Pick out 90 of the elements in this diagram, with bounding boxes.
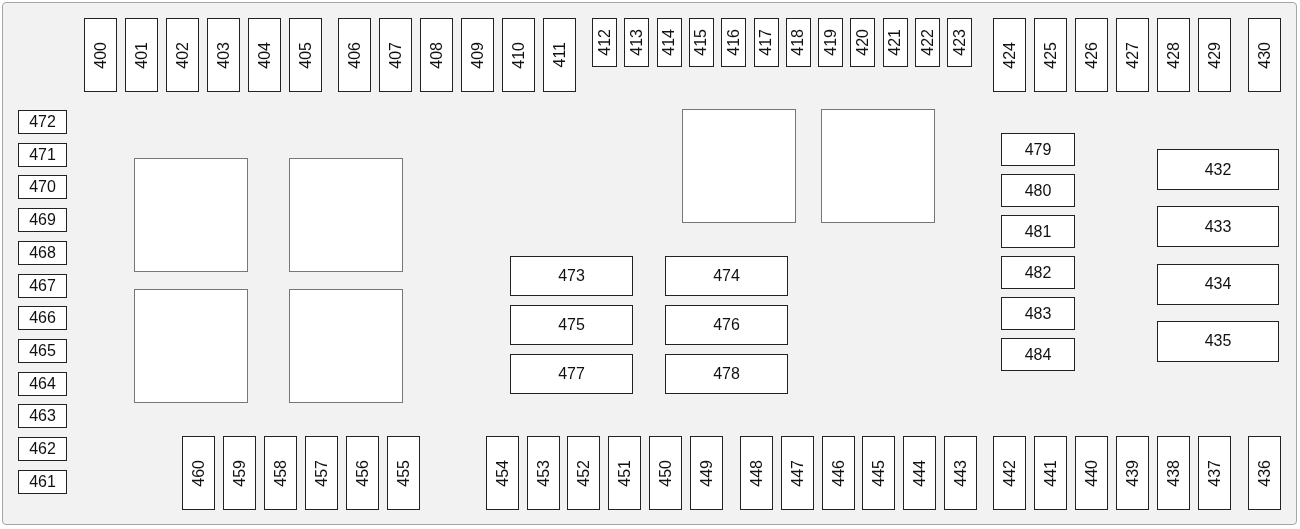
- fuse-box: 415: [688, 18, 714, 67]
- fuse-box: 436: [1248, 436, 1281, 510]
- fuse-box: 434: [1157, 263, 1279, 305]
- fuse-box: 426: [1075, 18, 1108, 92]
- fuse-box: 476: [665, 305, 788, 345]
- fuse-box: 456: [346, 436, 379, 510]
- fuse-box: 405: [289, 18, 322, 92]
- fuse-box: 470: [18, 175, 67, 200]
- fuse-box: 408: [420, 18, 453, 92]
- fuse-box: 459: [223, 436, 256, 510]
- fuse-box: 458: [264, 436, 297, 510]
- fuse-box: 419: [818, 18, 844, 67]
- fuse-box: 424: [993, 18, 1026, 92]
- fuse-box: 452: [567, 436, 600, 510]
- fuse-box: 473: [510, 256, 633, 296]
- fuse-box: 429: [1198, 18, 1231, 92]
- fuse-box: 411: [543, 18, 576, 92]
- fuse-box: 437: [1198, 436, 1231, 510]
- fuse-box: 474: [665, 256, 788, 296]
- relay-box: [289, 158, 403, 272]
- fuse-box: 409: [461, 18, 494, 92]
- fuse-box: 435: [1157, 320, 1279, 362]
- fuse-box: 427: [1116, 18, 1149, 92]
- fuse-box: 416: [721, 18, 747, 67]
- fuse-box: 442: [993, 436, 1026, 510]
- fuse-box: 446: [822, 436, 855, 510]
- fuse-box: 403: [207, 18, 240, 92]
- fuse-box: 438: [1157, 436, 1190, 510]
- fuse-box: 428: [1157, 18, 1190, 92]
- fuse-box: 430: [1248, 18, 1281, 92]
- relay-box: [289, 289, 403, 403]
- fuse-box: 468: [18, 240, 67, 265]
- fuse-box: 484: [1001, 338, 1075, 371]
- fuse-box: 433: [1157, 206, 1279, 248]
- fuse-box: 479: [1001, 133, 1075, 166]
- fuse-box: 464: [18, 371, 67, 396]
- fuse-box: 451: [608, 436, 641, 510]
- fuse-box: 472: [18, 110, 67, 134]
- fuse-box: 449: [690, 436, 723, 510]
- fuse-box: 469: [18, 208, 67, 233]
- fuse-box: 482: [1001, 256, 1075, 289]
- fuse-box: 450: [649, 436, 682, 510]
- fuse-box: 423: [947, 18, 973, 67]
- fuse-box: 448: [740, 436, 773, 510]
- fuse-box: 465: [18, 338, 67, 363]
- fuse-box: 454: [486, 436, 519, 510]
- fuse-box: 444: [903, 436, 936, 510]
- fuse-box: 410: [502, 18, 535, 92]
- fuse-box: 441: [1034, 436, 1067, 510]
- fuse-box: 463: [18, 404, 67, 429]
- fuse-box: 417: [753, 18, 779, 67]
- fuse-box: 418: [785, 18, 811, 67]
- fuse-box: 404: [248, 18, 281, 92]
- fuse-box: 478: [665, 354, 788, 394]
- fuse-box: 475: [510, 305, 633, 345]
- fuse-box: 412: [592, 18, 617, 67]
- fuse-box: 460: [182, 436, 215, 510]
- relay-box: [821, 109, 935, 223]
- fuse-box: 420: [850, 18, 876, 67]
- fuse-box: 467: [18, 273, 67, 298]
- relay-box: [682, 109, 796, 223]
- relay-box: [134, 289, 248, 403]
- fuse-box: 483: [1001, 297, 1075, 330]
- fuse-box: 480: [1001, 174, 1075, 207]
- fuse-box: 453: [527, 436, 560, 510]
- fuse-box: 477: [510, 354, 633, 394]
- fuse-box: 439: [1116, 436, 1149, 510]
- fuse-box: 407: [379, 18, 412, 92]
- fuse-box: 471: [18, 142, 67, 167]
- fuse-box: 401: [125, 18, 158, 92]
- fuse-box: 432: [1157, 149, 1279, 190]
- fuse-box: 422: [915, 18, 940, 67]
- fuse-box: 402: [166, 18, 199, 92]
- fuse-box: 400: [84, 18, 117, 92]
- fuse-box: 457: [305, 436, 338, 510]
- fuse-box: 445: [862, 436, 895, 510]
- fuse-box: 443: [944, 436, 977, 510]
- fuse-box: 425: [1034, 18, 1067, 92]
- fuse-box: 406: [338, 18, 371, 92]
- fuse-box: 414: [656, 18, 682, 67]
- fuse-box: 481: [1001, 215, 1075, 248]
- fuse-box: 466: [18, 306, 67, 331]
- fuse-box: 421: [882, 18, 908, 67]
- fuse-box: 413: [624, 18, 650, 67]
- fuse-box: 447: [781, 436, 814, 510]
- fuse-box: 461: [18, 469, 67, 494]
- fuse-box: 455: [387, 436, 420, 510]
- fuse-box: 440: [1075, 436, 1108, 510]
- relay-box: [134, 158, 248, 272]
- fuse-box: 462: [18, 437, 67, 461]
